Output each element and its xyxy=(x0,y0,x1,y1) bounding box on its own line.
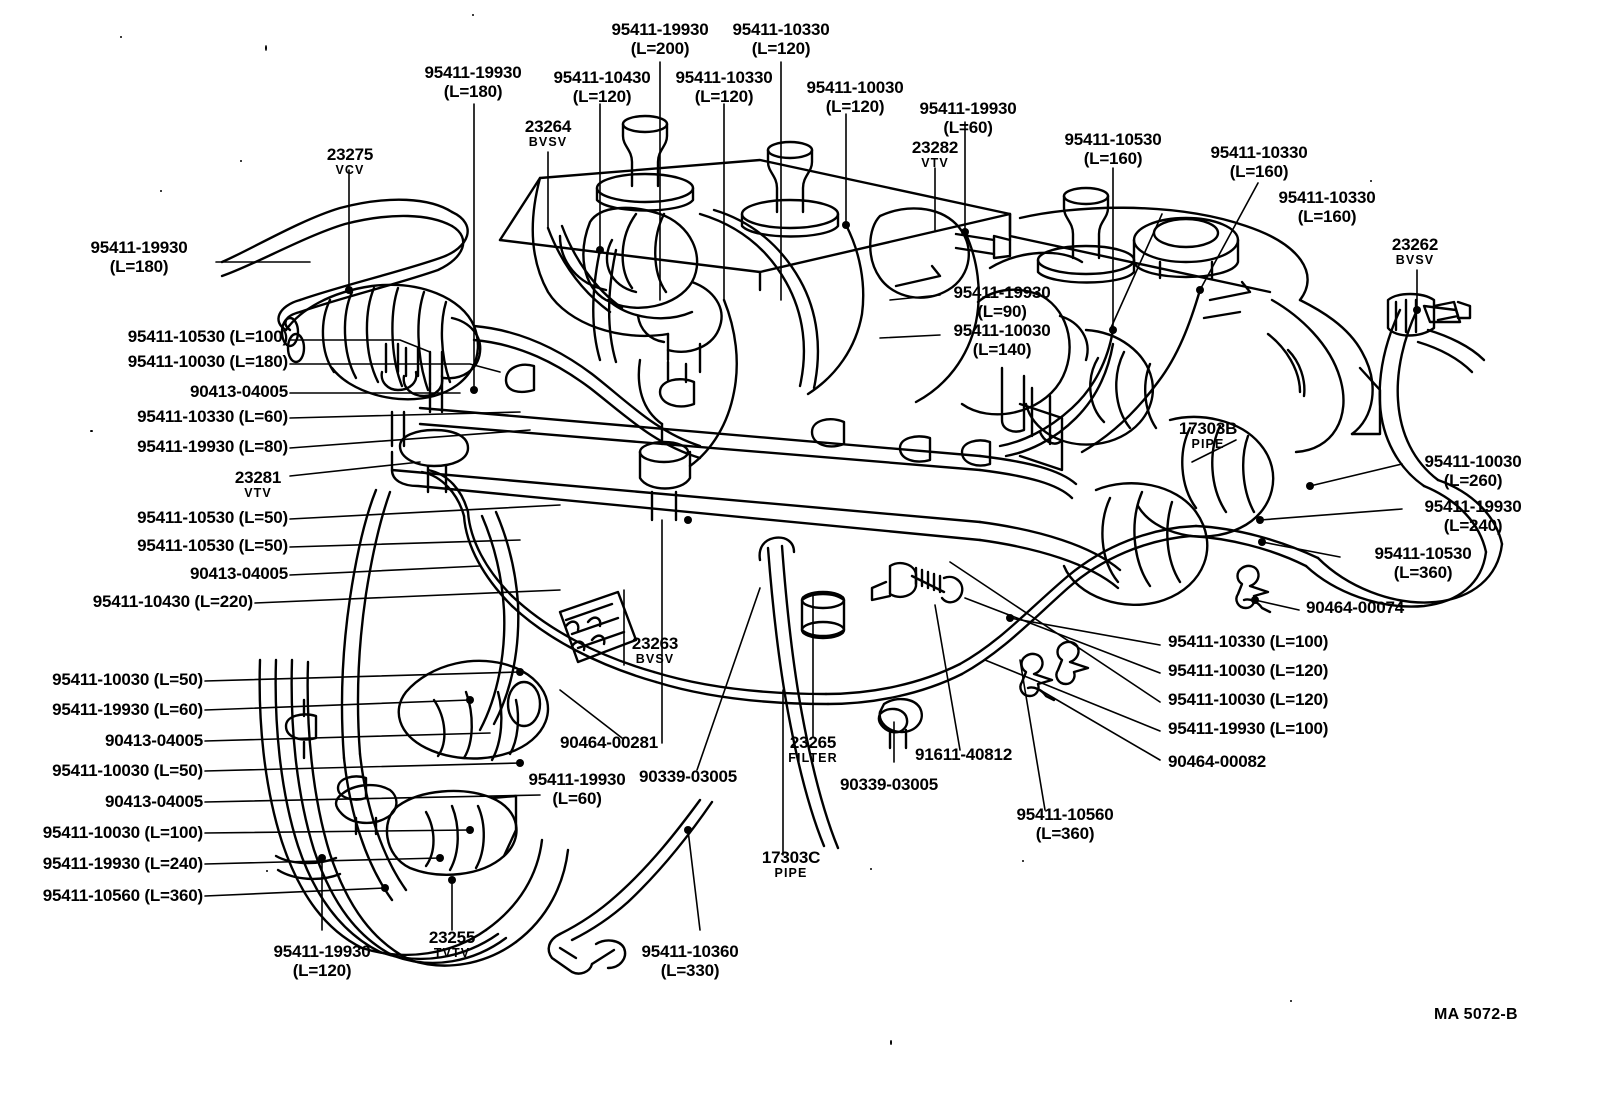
callout-95411-10330-L120-a: 95411-10330 (L=120) xyxy=(732,20,830,58)
scan-speck xyxy=(472,14,474,16)
scan-speck xyxy=(870,868,872,870)
callout-95411-10030-L260: 95411-10030 (L=260) xyxy=(1424,452,1522,490)
callout-95411-19930-L200: 95411-19930 (L=200) xyxy=(611,20,709,58)
scan-speck xyxy=(265,45,267,51)
callout-23275-vcv: 23275 VCV xyxy=(326,145,374,177)
callout-90413-04005-c: 90413-04005 xyxy=(104,731,203,750)
callout-95411-10530-L160: 95411-10530 (L=160) xyxy=(1064,130,1162,168)
callout-95411-10030-L120-a: 95411-10030 (L=120) xyxy=(1168,661,1329,680)
callout-23263-bvsv: 23263 BVSV xyxy=(631,634,679,666)
callout-90413-04005-d: 90413-04005 xyxy=(104,792,203,811)
scan-speck xyxy=(1290,1000,1292,1002)
callout-95411-10330-L60: 95411-10330 (L=60) xyxy=(137,407,288,426)
callout-23255-tvtv: 23255 TVTV xyxy=(428,928,476,960)
callout-95411-10530-L50-a: 95411-10530 (L=50) xyxy=(137,508,288,527)
callout-95411-19930-L240-left: 95411-19930 (L=240) xyxy=(42,854,203,873)
callout-95411-10030-L180: 95411-10030 (L=180) xyxy=(127,352,288,371)
callout-95411-10030-L100: 95411-10030 (L=100) xyxy=(42,823,203,842)
callout-90339-03005-a: 90339-03005 xyxy=(639,767,738,786)
callout-23281-vtv: 23281 VTV xyxy=(234,468,282,500)
callout-95411-10330-L160-a: 95411-10330 (L=160) xyxy=(1210,143,1308,181)
callout-90464-00281: 90464-00281 xyxy=(560,733,659,752)
callout-95411-10030-L50-b: 95411-10030 (L=50) xyxy=(52,761,203,780)
callout-95411-10430-L120: 95411-10430 (L=120) xyxy=(553,68,651,106)
callout-95411-19930-L100: 95411-19930 (L=100) xyxy=(1168,719,1329,738)
scan-speck xyxy=(1370,180,1372,182)
callout-95411-19930-L180-top: 95411-19930 (L=180) xyxy=(424,63,522,101)
leader-lines xyxy=(204,61,1418,931)
callout-95411-10030-L140: 95411-10030 (L=140) xyxy=(953,321,1051,359)
callout-95411-19930-L90: 95411-19930 (L=90) xyxy=(953,283,1051,321)
callout-23282-vtv: 23282 VTV xyxy=(911,138,959,170)
callout-95411-10430-L220: 95411-10430 (L=220) xyxy=(92,592,253,611)
callout-95411-10360-L330: 95411-10360 (L=330) xyxy=(641,942,739,980)
callout-90464-00082: 90464-00082 xyxy=(1168,752,1267,771)
callout-95411-10530-L50-b: 95411-10530 (L=50) xyxy=(137,536,288,555)
callout-95411-19930-L240-right: 95411-19930 (L=240) xyxy=(1424,497,1522,535)
callout-23262-bvsv: 23262 BVSV xyxy=(1391,235,1439,267)
scan-speck xyxy=(890,1040,892,1045)
callout-23265-filter: 23265 FILTER xyxy=(788,733,838,765)
callout-95411-10530-L100: 95411-10530 (L=100) xyxy=(127,327,288,346)
scan-speck xyxy=(90,430,93,432)
left-risers xyxy=(380,342,470,494)
callout-90413-04005-a: 90413-04005 xyxy=(189,382,288,401)
callout-90339-03005-b: 90339-03005 xyxy=(840,775,939,794)
callout-91611-40812: 91611-40812 xyxy=(915,745,1013,764)
callout-95411-19930-L80: 95411-19930 (L=80) xyxy=(137,437,288,456)
callout-95411-10030-L120: 95411-10030 (L=120) xyxy=(806,78,904,116)
callout-95411-19930-L60-left: 95411-19930 (L=60) xyxy=(52,700,203,719)
scan-speck xyxy=(1022,860,1024,862)
callout-17303C-pipe: 17303C PIPE xyxy=(761,848,821,880)
callout-95411-10560-L360: 95411-10560 (L=360) xyxy=(1016,805,1114,843)
callout-95411-19930-L60-top: 95411-19930 (L=60) xyxy=(919,99,1017,137)
scan-speck xyxy=(240,160,242,162)
callout-95411-10030-L120-b: 95411-10030 (L=120) xyxy=(1168,690,1329,709)
scan-speck xyxy=(160,190,162,192)
callout-95411-10330-L120-b: 95411-10330 (L=120) xyxy=(675,68,773,106)
callout-95411-19930-L60-mid: 95411-19930 (L=60) xyxy=(528,770,626,808)
sheet-code: MA 5072-B xyxy=(1434,1006,1518,1023)
scan-speck xyxy=(120,36,122,38)
callout-95411-10530-L360: 95411-10530 (L=360) xyxy=(1374,544,1472,582)
callout-95411-19930-L180-left: 95411-19930 (L=180) xyxy=(90,238,188,276)
callout-90413-04005-b: 90413-04005 xyxy=(189,564,288,583)
callout-95411-19930-L120: 95411-19930 (L=120) xyxy=(273,942,371,980)
scan-speck xyxy=(266,870,268,872)
callout-90464-00074: 90464-00074 xyxy=(1306,598,1405,617)
callout-17303B-pipe: 17303B PIPE xyxy=(1178,419,1238,451)
callout-95411-10560-L360-left: 95411-10560 (L=360) xyxy=(42,886,203,905)
callout-95411-10330-L160-b: 95411-10330 (L=160) xyxy=(1278,188,1376,226)
junction-dots xyxy=(318,221,1421,892)
callout-95411-10030-L50-a: 95411-10030 (L=50) xyxy=(52,670,203,689)
callout-95411-10330-L100: 95411-10330 (L=100) xyxy=(1168,632,1329,651)
callout-23264-bvsv: 23264 BVSV xyxy=(524,117,572,149)
